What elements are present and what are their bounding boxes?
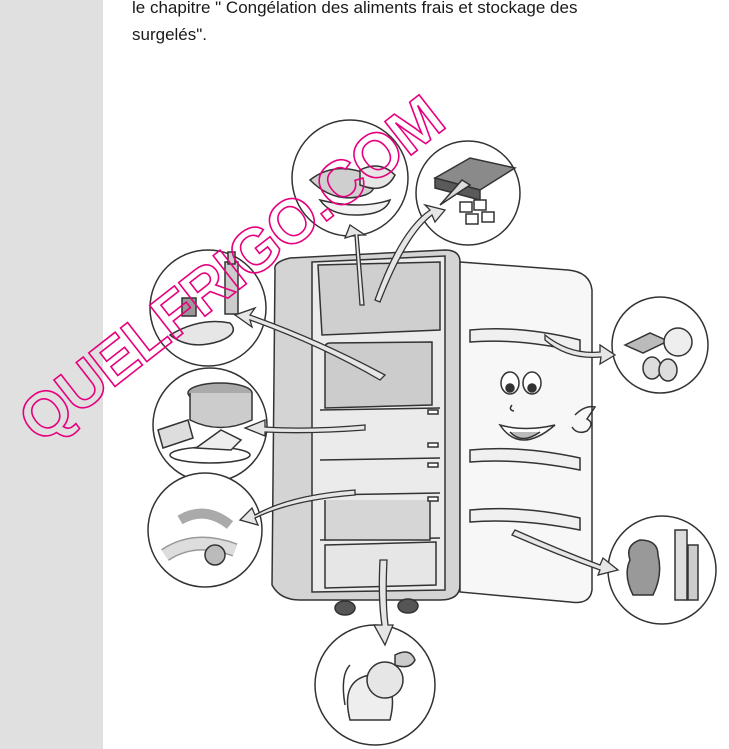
watermark-text: QUELFRIGO.COM <box>6 83 456 456</box>
